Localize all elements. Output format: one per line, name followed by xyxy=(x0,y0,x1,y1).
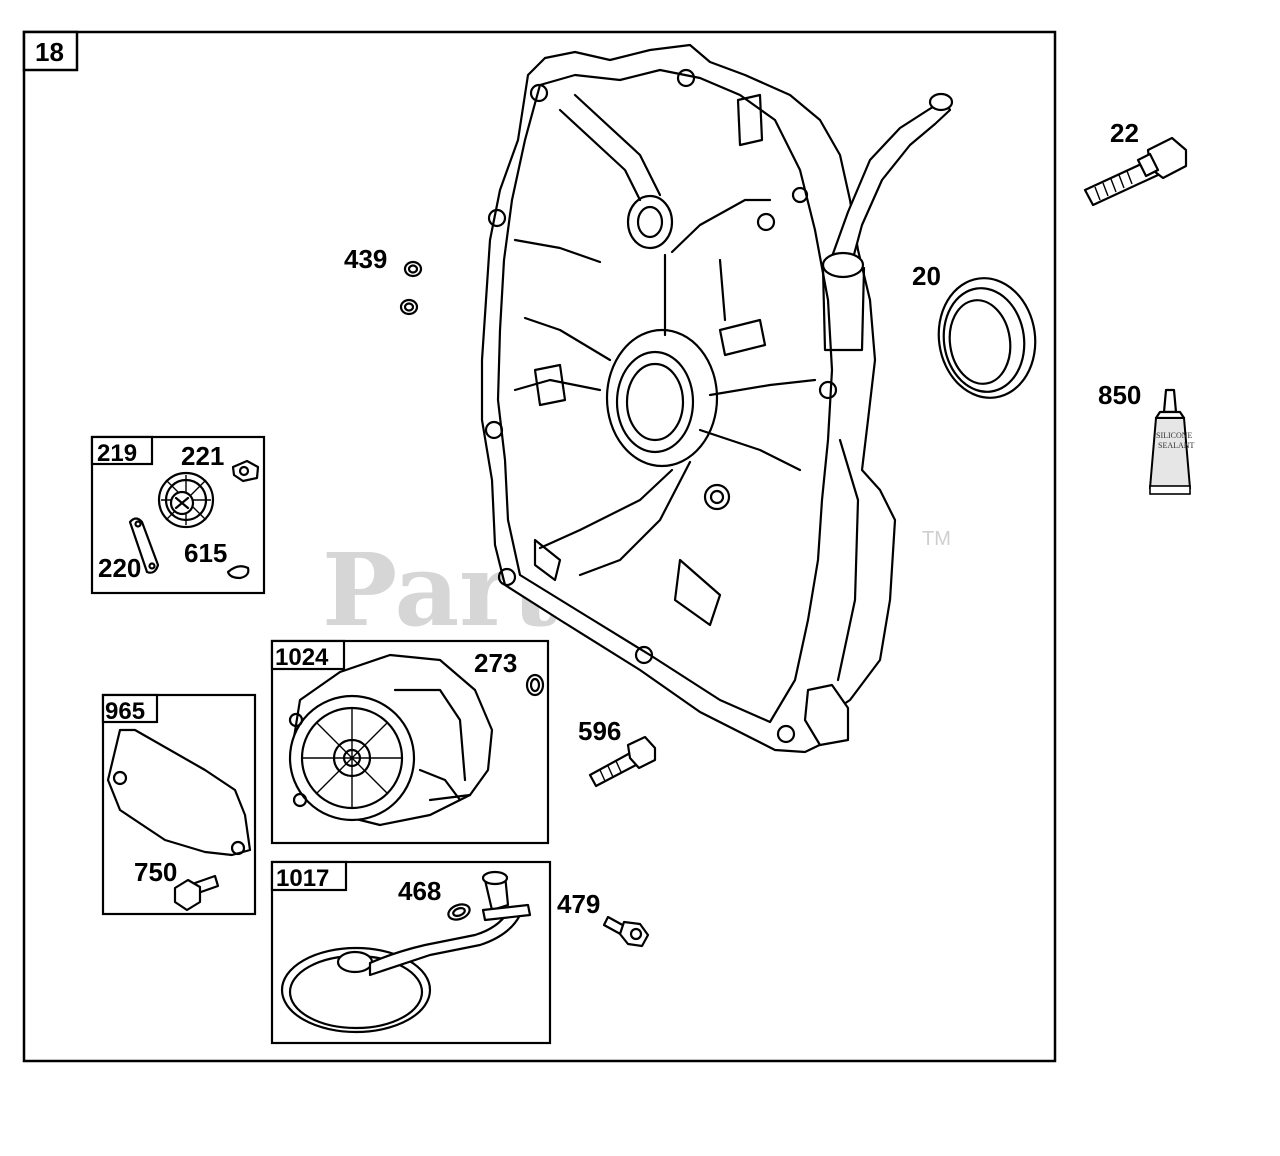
diagram-frame xyxy=(22,30,1057,1063)
label-220: 220 xyxy=(98,553,141,583)
sealant-tube-850[interactable]: SILICONE SEALANT xyxy=(1148,388,1195,495)
bolt-596[interactable] xyxy=(588,735,657,788)
label-20: 20 xyxy=(912,261,941,291)
label-439: 439 xyxy=(344,244,387,274)
tube-text-2: SEALANT xyxy=(1158,441,1195,450)
tube-text-1: SILICONE xyxy=(1156,431,1193,440)
label-596: 596 xyxy=(578,716,621,746)
kit-box-1024[interactable] xyxy=(270,639,550,845)
frame-label-box xyxy=(22,30,79,72)
kit-box-1017[interactable] xyxy=(270,860,552,1045)
kit-box-219[interactable] xyxy=(90,435,266,595)
oil-seal-20[interactable] xyxy=(931,272,1043,404)
label-479: 479 xyxy=(557,889,600,919)
crankcase-cover[interactable] xyxy=(480,43,954,754)
kit-label-1017: 1017 xyxy=(276,865,329,892)
label-221: 221 xyxy=(181,441,224,471)
frame-label: 18 xyxy=(35,37,64,67)
watermark-trademark: TM xyxy=(922,528,951,550)
o-rings-439[interactable] xyxy=(399,260,423,316)
label-750: 750 xyxy=(134,857,177,887)
bolt-479[interactable] xyxy=(602,915,650,948)
label-273: 273 xyxy=(474,648,517,678)
kit-label-965: 965 xyxy=(105,698,145,725)
kit-label-219: 219 xyxy=(97,440,137,467)
label-468: 468 xyxy=(398,876,441,906)
label-850: 850 xyxy=(1098,380,1141,410)
label-22: 22 xyxy=(1110,118,1139,148)
kit-label-1024: 1024 xyxy=(275,644,329,671)
kit-box-965[interactable] xyxy=(101,693,257,916)
label-615: 615 xyxy=(184,538,227,568)
bolt-22[interactable] xyxy=(1083,136,1188,207)
